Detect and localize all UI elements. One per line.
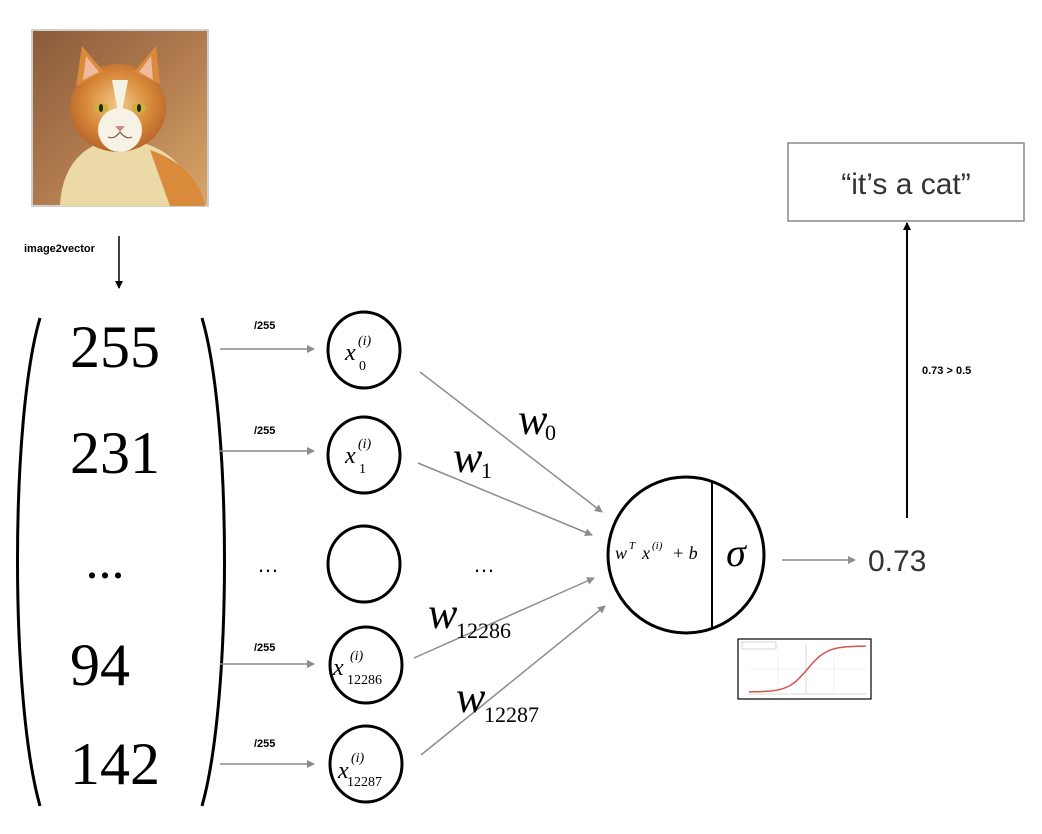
vector-value: 231 bbox=[70, 420, 160, 486]
vector-value: 94 bbox=[70, 632, 130, 698]
input-node-x12287: x (i) 12287 bbox=[330, 726, 402, 802]
vector-value: 142 bbox=[70, 731, 160, 797]
result-label: “it’s a cat” bbox=[841, 168, 970, 201]
input-node-ellipsis bbox=[328, 526, 400, 602]
left-bracket bbox=[18, 318, 41, 806]
vector-value: 255 bbox=[70, 314, 160, 380]
input-node-subscript: 12286 bbox=[347, 673, 382, 688]
normalize-label: /255 bbox=[254, 738, 275, 750]
input-node-x12286: x (i) 12286 bbox=[330, 627, 402, 703]
input-node-superscript: (i) bbox=[358, 437, 372, 452]
weight-subscript: 1 bbox=[481, 458, 492, 483]
weight-subscript: 12286 bbox=[456, 618, 511, 643]
neuron-linear-tail: + b bbox=[672, 543, 698, 563]
vector-value: ... bbox=[86, 533, 125, 590]
weight-subscript: 12287 bbox=[484, 702, 539, 727]
input-node-subscript: 0 bbox=[359, 359, 366, 374]
sigmoid-plot bbox=[738, 639, 871, 699]
input-node-superscript: (i) bbox=[351, 751, 365, 766]
normalize-label: /255 bbox=[254, 425, 275, 437]
weight-symbol: w bbox=[456, 673, 486, 722]
input-node-x0: x (i) 0 bbox=[328, 312, 400, 388]
output-value: 0.73 bbox=[868, 545, 926, 578]
input-node-subscript: 1 bbox=[359, 462, 366, 477]
neuron-linear-T: T bbox=[629, 540, 636, 552]
input-node-symbol: x bbox=[332, 655, 344, 681]
neuron-linear-w: w bbox=[615, 543, 627, 563]
threshold-label: 0.73 > 0.5 bbox=[922, 365, 971, 377]
ellipsis: … bbox=[473, 552, 495, 577]
ellipsis: … bbox=[257, 552, 279, 577]
right-bracket bbox=[202, 318, 225, 806]
weight-line-w0 bbox=[420, 372, 602, 512]
neuron-activation: σ bbox=[726, 530, 747, 575]
input-node-symbol: x bbox=[344, 340, 356, 366]
neuron-linear-x: x bbox=[641, 543, 650, 563]
pixel-vector: 255 231 ... 94 142 bbox=[18, 314, 225, 806]
weight-subscript: 0 bbox=[545, 420, 556, 445]
neuron: w T x (i) + b σ bbox=[608, 477, 764, 633]
input-nodes: x (i) 0 x (i) 1 x (i) 12286 x (i) 12287 bbox=[328, 312, 402, 802]
input-node-x1: x (i) 1 bbox=[328, 417, 400, 493]
weight-line-w1 bbox=[418, 463, 592, 535]
normalize-label: /255 bbox=[254, 642, 275, 654]
weight-symbol: w bbox=[428, 589, 458, 638]
normalize-arrows: /255 /255 … /255 /255 bbox=[220, 320, 314, 764]
image2vector-label: image2vector bbox=[24, 243, 96, 255]
input-node-subscript: 12287 bbox=[347, 775, 382, 790]
input-node-symbol: x bbox=[344, 443, 356, 469]
weight-symbol: w bbox=[453, 433, 483, 482]
cat-image bbox=[32, 30, 208, 206]
weight-symbol: w bbox=[518, 395, 548, 444]
weight-connections: … w 0 w 1 w 12286 w 12287 bbox=[414, 372, 605, 755]
normalize-label: /255 bbox=[254, 320, 275, 332]
input-node-superscript: (i) bbox=[350, 649, 364, 664]
input-node-superscript: (i) bbox=[358, 334, 372, 349]
neuron-linear-i: (i) bbox=[652, 540, 663, 552]
